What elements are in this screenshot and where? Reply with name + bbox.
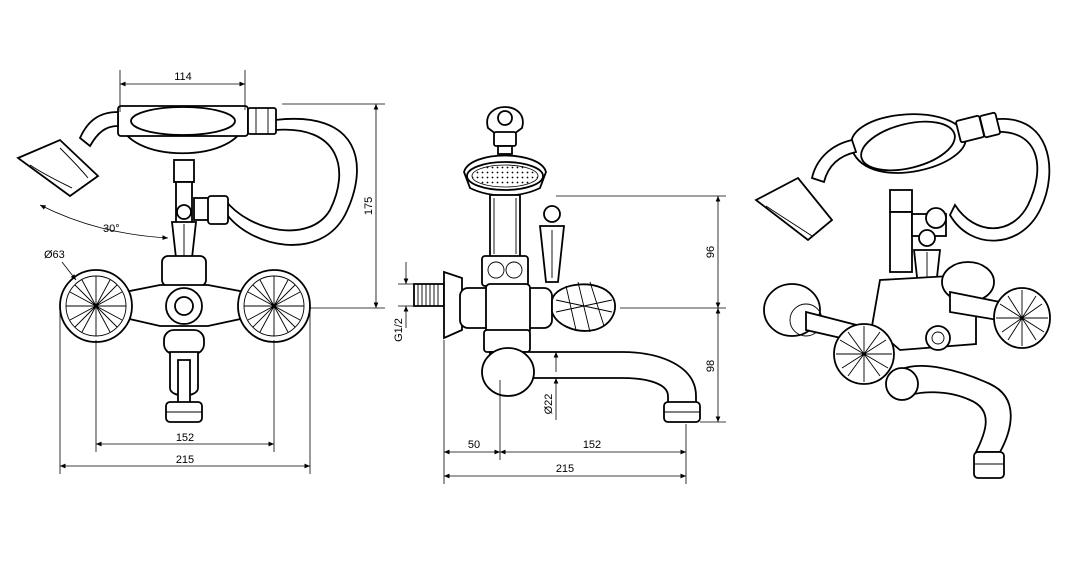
iso-knob-right [993, 287, 1051, 349]
side-wall-thread [413, 283, 445, 307]
dim-overall-width: 215 [176, 454, 194, 466]
iso-shower-head [754, 176, 834, 242]
dim-handshower-width: 114 [174, 71, 192, 83]
dim-lower-height: 98 [705, 360, 717, 372]
iso-hose [948, 117, 1051, 242]
dim-spout-reach: 152 [583, 439, 601, 451]
side-knob [551, 281, 616, 333]
front-shower-head [16, 138, 100, 198]
dim-wall-offset: 50 [468, 439, 480, 451]
side-dimensions: 96 98 G1/2 Ø22 50 152 215 [393, 195, 726, 484]
front-dimensions: 114 175 30° Ø63 152 215 [39, 70, 385, 474]
side-spout [489, 351, 697, 405]
front-hose [224, 117, 358, 246]
front-knob-left [59, 269, 133, 343]
dim-overall-depth: 215 [556, 463, 574, 475]
dim-angle: 30° [103, 223, 120, 235]
dim-spout-diameter: Ø22 [543, 394, 555, 415]
front-view: 114 175 30° Ø63 152 215 [16, 70, 385, 474]
dim-thread: G1/2 [393, 318, 405, 342]
dim-upper-height: 96 [705, 246, 717, 258]
dim-centres: 152 [176, 432, 194, 444]
dim-knob-diameter: Ø63 [44, 249, 65, 261]
side-shower-head [463, 154, 547, 197]
iso-knob-left [833, 323, 895, 385]
dim-height: 175 [363, 197, 375, 215]
front-knob-right [237, 269, 311, 343]
isometric-view [754, 111, 1051, 479]
side-view: 96 98 G1/2 Ø22 50 152 215 [393, 106, 726, 484]
